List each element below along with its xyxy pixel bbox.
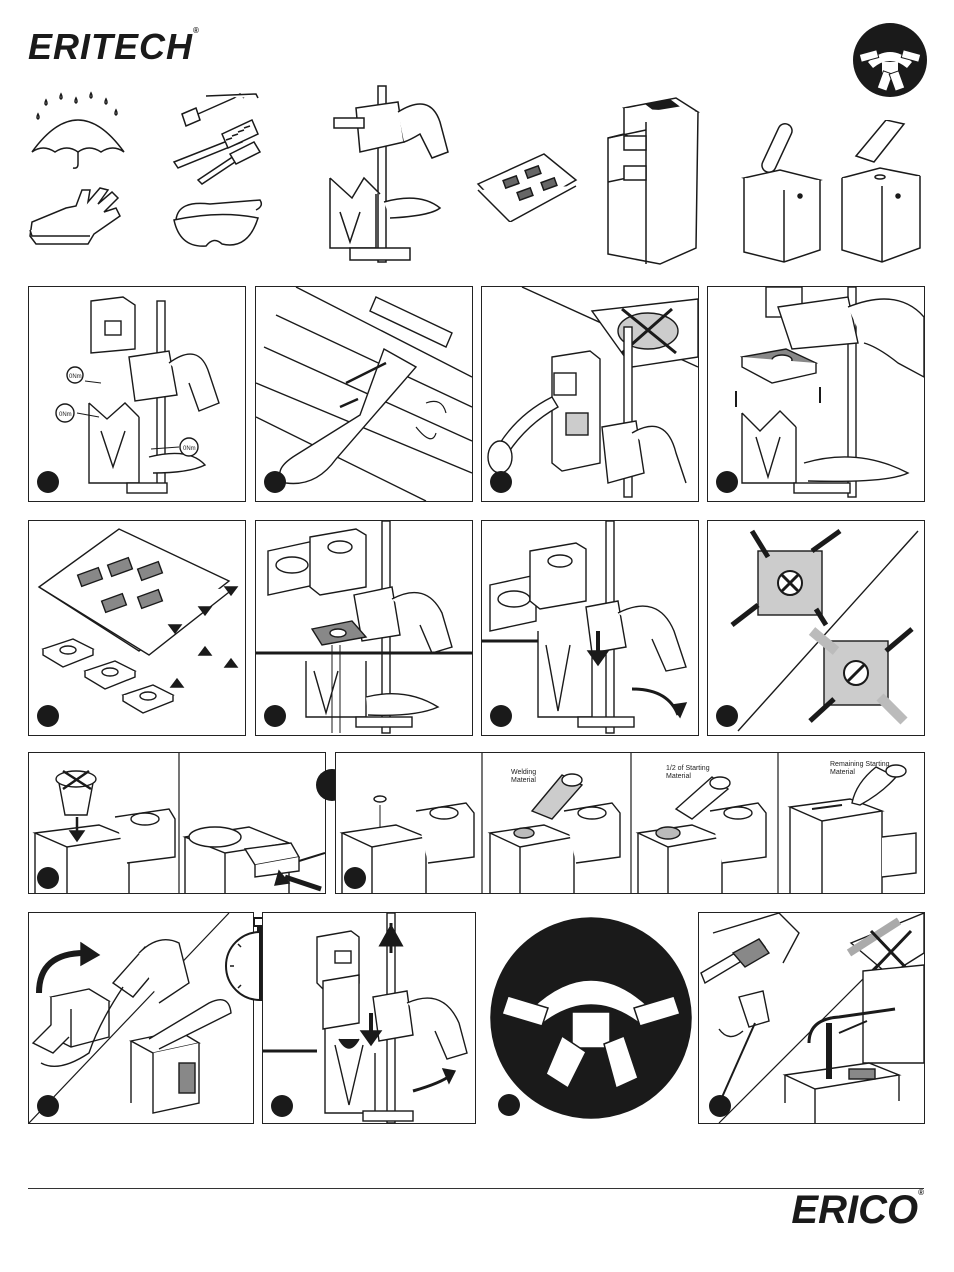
step-marker xyxy=(344,867,366,889)
remaining-starting-material-caption: Remaining Starting Material xyxy=(830,761,890,777)
step-3-panel xyxy=(481,286,699,502)
step-4-panel xyxy=(707,286,925,502)
step-9-panel xyxy=(28,752,326,894)
erico-logo: ERICO® xyxy=(791,1188,924,1233)
handle-clamp-icon xyxy=(320,82,460,268)
gloves-icon xyxy=(28,186,124,246)
welding-material-caption: Welding Material xyxy=(511,769,536,785)
step-marker xyxy=(716,471,738,493)
step-10-panel: Welding Material 1/2 of Starting Materia… xyxy=(335,752,925,894)
graphite-mold-icon xyxy=(606,94,702,266)
finished-connection-icon xyxy=(488,912,694,1124)
step-11-panel xyxy=(28,912,254,1124)
step-marker xyxy=(264,705,286,727)
step-marker xyxy=(490,705,512,727)
step-5-panel xyxy=(28,520,246,736)
step-marker xyxy=(37,867,59,889)
step-marker xyxy=(498,1094,520,1116)
finished-connection-badge-icon xyxy=(852,22,928,98)
spare-parts-bag-icon xyxy=(474,150,580,222)
step-6-panel xyxy=(255,520,473,736)
welding-metal-tube-icon xyxy=(740,120,824,264)
step-marker xyxy=(490,471,512,493)
step-marker xyxy=(264,471,286,493)
safety-glasses-icon xyxy=(170,196,266,256)
step-8-panel xyxy=(707,520,925,736)
umbrella-rain-icon xyxy=(28,90,128,170)
eritech-logo: ERITECH® xyxy=(28,26,200,68)
svg-text:0Nm: 0Nm xyxy=(183,446,196,452)
step-1-panel: 0Nm 0Nm 0Nm xyxy=(28,286,246,502)
step-marker xyxy=(271,1095,293,1117)
step-marker xyxy=(709,1095,731,1117)
step-marker xyxy=(37,1095,59,1117)
step-14-panel xyxy=(698,912,925,1124)
step-2-panel xyxy=(255,286,473,502)
step-12-panel xyxy=(262,912,476,1124)
svg-text:0Nm: 0Nm xyxy=(59,412,72,418)
step-marker xyxy=(37,705,59,727)
tools-icon xyxy=(168,90,264,186)
step-marker xyxy=(716,705,738,727)
step-7-panel xyxy=(481,520,699,736)
half-starting-material-caption: 1/2 of Starting Material xyxy=(666,765,710,781)
step-marker xyxy=(37,471,59,493)
svg-text:0Nm: 0Nm xyxy=(69,374,82,380)
footer-divider xyxy=(28,1188,924,1189)
starting-material-tube-icon xyxy=(836,120,924,264)
